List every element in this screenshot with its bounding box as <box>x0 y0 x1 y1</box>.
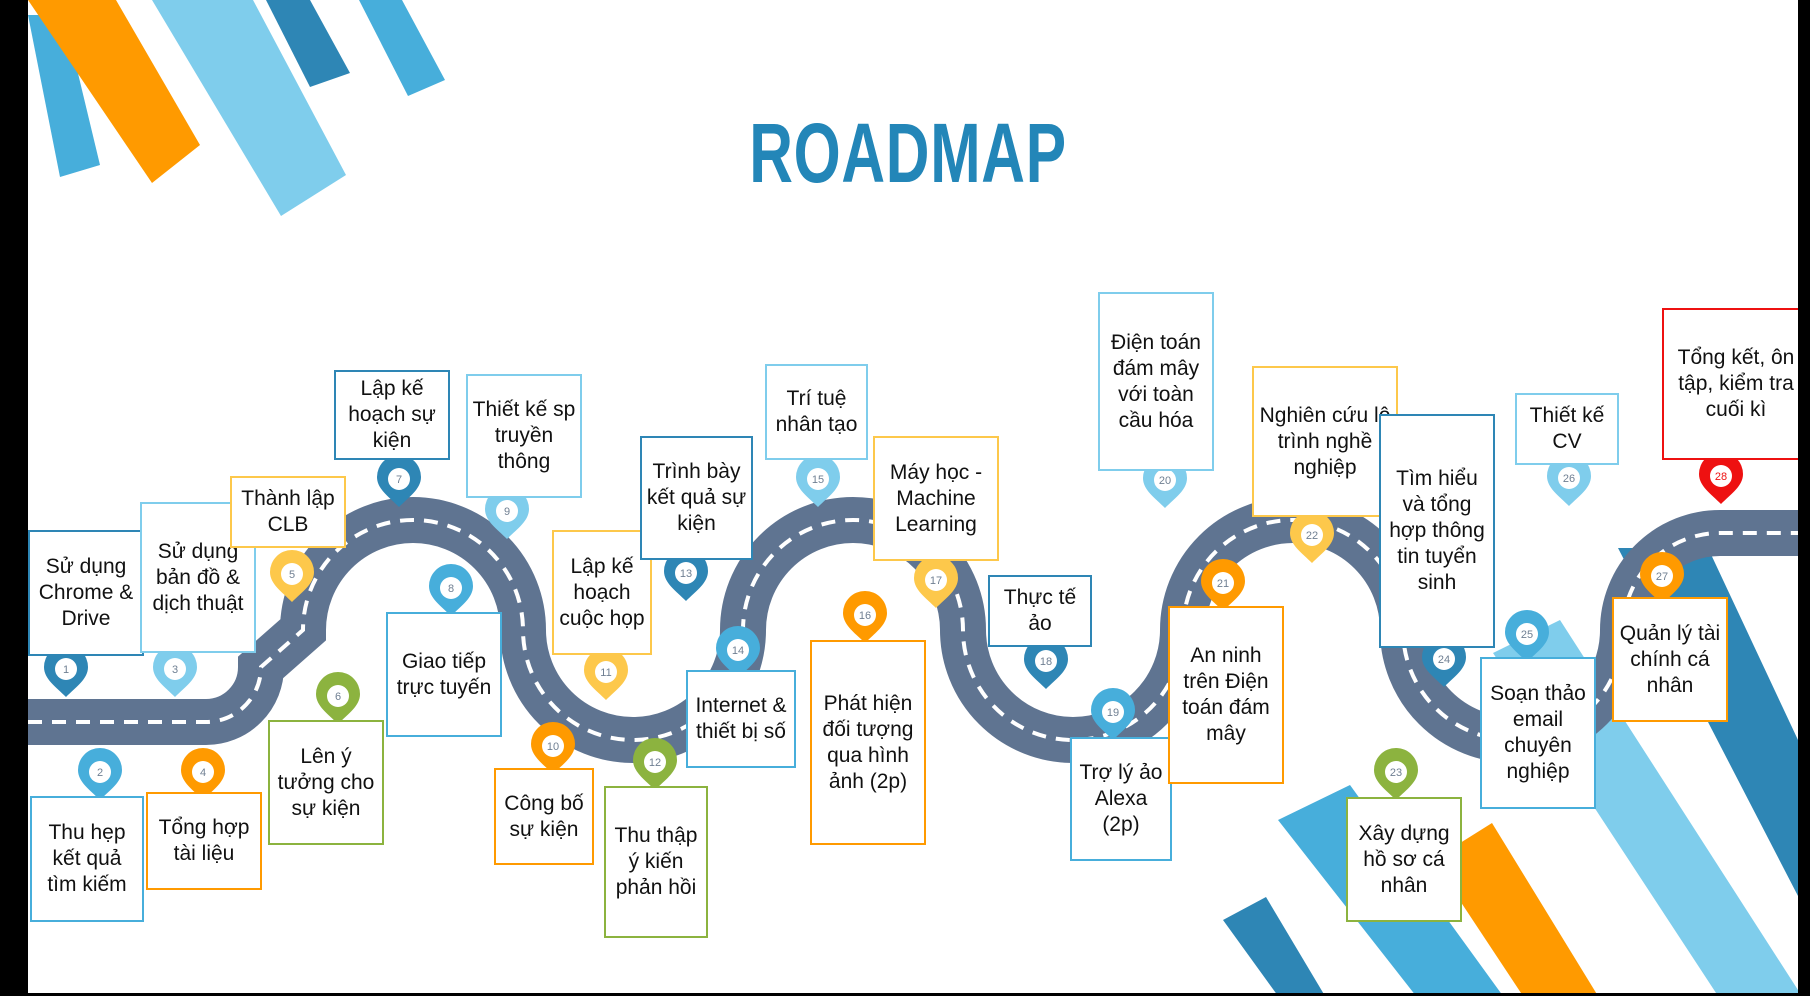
milestone-label-16: Phát hiện đối tượng qua hình ảnh (2p) <box>810 640 926 845</box>
milestone-pin-11: 11 <box>584 648 628 700</box>
milestone-label-28: Tổng kết, ôn tập, kiểm tra cuối kì <box>1662 308 1798 460</box>
milestone-number-27: 27 <box>1656 571 1668 583</box>
milestone-number-28: 28 <box>1715 471 1727 483</box>
left-border <box>0 0 28 996</box>
milestone-label-1: Sử dụng Chrome & Drive <box>28 530 144 656</box>
milestone-label-19: Trợ lý ảo Alexa (2p) <box>1070 737 1172 861</box>
milestone-number-16: 16 <box>859 610 871 622</box>
milestone-pin-27: 27 <box>1640 552 1684 604</box>
milestone-pin-10: 10 <box>531 722 575 774</box>
milestone-pin-15: 15 <box>796 455 840 507</box>
milestone-pin-13: 13 <box>664 549 708 601</box>
milestone-label-5: Thành lập CLB <box>230 476 346 548</box>
milestone-number-10: 10 <box>547 741 559 753</box>
milestone-pin-8: 8 <box>429 564 473 616</box>
milestone-label-14: Internet & thiết bị số <box>686 670 796 768</box>
milestone-pin-9: 9 <box>485 487 529 539</box>
milestone-label-12: Thu thập ý kiến phản hồi <box>604 786 708 938</box>
milestone-label-21: An ninh trên Điện toán đám mây <box>1168 606 1284 784</box>
milestone-label-17: Máy học - Machine Learning <box>873 436 999 561</box>
milestone-label-13: Trình bày kết quả sự kiện <box>640 436 753 560</box>
milestone-label-11: Lập kế hoạch cuộc họp <box>552 530 652 655</box>
milestone-number-2: 2 <box>97 767 103 779</box>
milestone-label-2: Thu hẹp kết quả tìm kiếm <box>30 796 144 922</box>
milestone-number-4: 4 <box>200 767 206 779</box>
milestone-label-18: Thực tế ảo <box>988 575 1092 647</box>
milestone-pin-4: 4 <box>181 748 225 800</box>
milestone-number-20: 20 <box>1159 475 1171 487</box>
milestone-label-10: Công bố sự kiện <box>494 768 594 865</box>
milestone-number-23: 23 <box>1390 767 1402 779</box>
milestone-number-22: 22 <box>1306 530 1318 542</box>
milestone-label-15: Trí tuệ nhân tạo <box>765 364 868 460</box>
milestone-label-8: Giao tiếp trực tuyến <box>386 612 502 737</box>
milestone-number-26: 26 <box>1563 473 1575 485</box>
milestone-number-3: 3 <box>172 664 178 676</box>
milestone-number-15: 15 <box>812 474 824 486</box>
milestone-number-18: 18 <box>1040 656 1052 668</box>
top-left-decoration <box>28 0 445 216</box>
milestone-pin-26: 26 <box>1547 454 1591 506</box>
milestone-pin-18: 18 <box>1024 637 1068 689</box>
milestone-number-21: 21 <box>1217 578 1229 590</box>
milestone-pins: 1234567891011121314151617181920212223242… <box>44 452 1743 800</box>
milestone-number-24: 24 <box>1438 654 1450 666</box>
milestone-label-4: Tổng hợp tài liệu <box>146 792 262 890</box>
milestone-label-25: Soạn thảo email chuyên nghiệp <box>1480 657 1596 809</box>
milestone-pin-6: 6 <box>316 672 360 724</box>
milestone-label-6: Lên ý tưởng cho sự kiện <box>268 720 384 845</box>
milestone-pin-19: 19 <box>1091 688 1135 740</box>
milestone-number-7: 7 <box>396 474 402 486</box>
milestone-label-7: Lập kế hoạch sự kiện <box>334 370 450 460</box>
milestone-number-5: 5 <box>289 569 295 581</box>
milestone-label-9: Thiết kế sp truyền thông <box>466 374 582 498</box>
milestone-pin-21: 21 <box>1201 559 1245 611</box>
milestone-number-25: 25 <box>1521 629 1533 641</box>
milestone-label-23: Xây dựng hồ sơ cá nhân <box>1346 797 1462 922</box>
milestone-number-19: 19 <box>1107 707 1119 719</box>
milestone-pin-14: 14 <box>716 626 760 678</box>
milestone-number-12: 12 <box>649 757 661 769</box>
milestone-label-22: Nghiên cứu lộ trình nghề nghiệp <box>1252 366 1398 517</box>
milestone-pin-28: 28 <box>1699 452 1743 504</box>
milestone-label-27: Quản lý tài chính cá nhân <box>1612 597 1728 722</box>
milestone-number-11: 11 <box>600 667 611 679</box>
milestone-pin-5: 5 <box>270 550 314 602</box>
milestone-pin-1: 1 <box>44 645 88 697</box>
milestone-number-14: 14 <box>732 645 744 657</box>
road <box>28 497 1798 763</box>
milestone-number-1: 1 <box>63 664 69 676</box>
right-border <box>1798 0 1810 996</box>
milestone-pin-3: 3 <box>153 645 197 697</box>
milestone-pin-2: 2 <box>78 748 122 800</box>
milestone-pin-22: 22 <box>1290 511 1334 563</box>
milestone-number-6: 6 <box>335 691 341 703</box>
bottom-border <box>0 993 1810 996</box>
milestone-pin-23: 23 <box>1374 748 1418 800</box>
milestone-number-13: 13 <box>680 568 692 580</box>
milestone-pin-17: 17 <box>914 556 958 608</box>
milestone-label-26: Thiết kế CV <box>1515 393 1619 465</box>
milestone-label-20: Điện toán đám mây với toàn cầu hóa <box>1098 292 1214 471</box>
milestone-pin-16: 16 <box>843 591 887 643</box>
milestone-number-8: 8 <box>448 583 454 595</box>
milestone-number-9: 9 <box>504 506 510 518</box>
milestone-pin-25: 25 <box>1505 610 1549 662</box>
milestone-pin-7: 7 <box>376 454 421 507</box>
page-title: ROADMAP <box>749 106 1067 200</box>
milestone-pin-24: 24 <box>1422 635 1466 687</box>
milestone-pin-12: 12 <box>633 738 677 790</box>
milestone-number-17: 17 <box>930 575 942 587</box>
milestone-label-24: Tìm hiểu và tổng hợp thông tin tuyển sin… <box>1379 414 1495 648</box>
